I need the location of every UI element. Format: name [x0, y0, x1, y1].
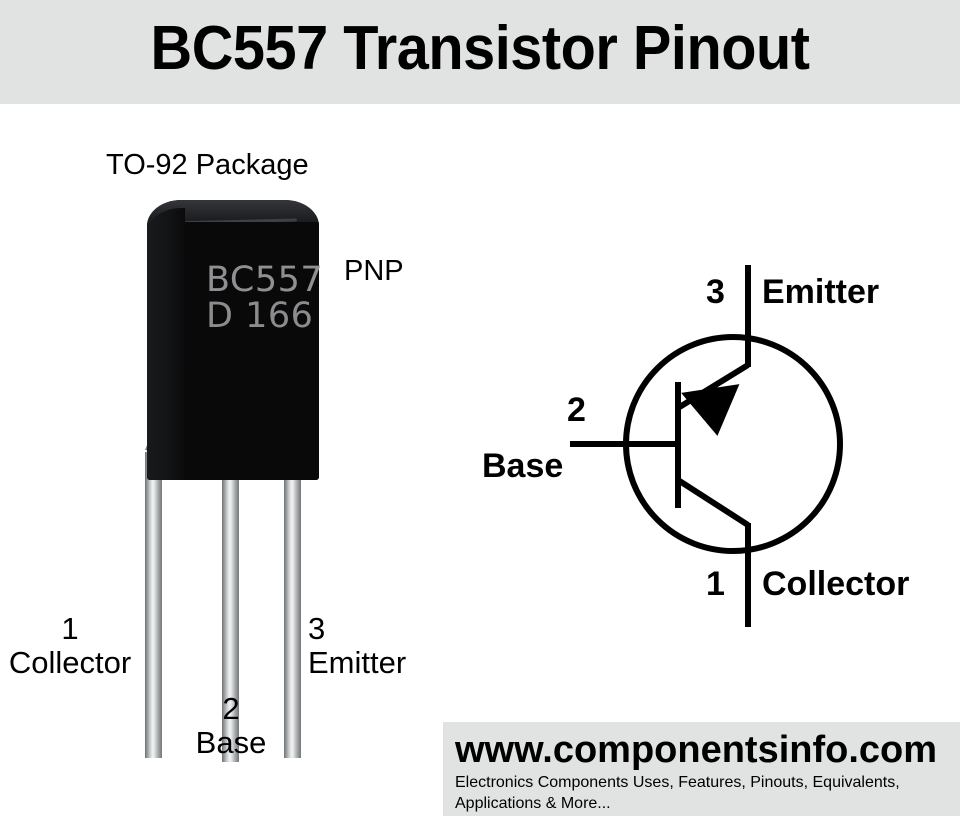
pnp-symbol-svg — [570, 265, 843, 627]
transistor-schematic-symbol: 3 Emitter 2 Base 1 Collector — [455, 255, 960, 635]
page-title: BC557 Transistor Pinout — [150, 14, 810, 83]
site-url: www.componentsinfo.com — [455, 729, 938, 771]
package-photo-group: TO-92 Package PNP BC557 D 166 1 Collecto… — [0, 104, 470, 764]
pin-1-number: 1 — [61, 611, 79, 646]
site-tagline: Electronics Components Uses, Features, P… — [455, 774, 900, 812]
symbol-terminal-1-name: Collector — [762, 565, 910, 603]
lead-3-lower — [284, 452, 301, 758]
package-front-face — [185, 222, 319, 480]
transistor-body — [147, 200, 319, 480]
pin-3-name: Emitter — [308, 645, 407, 680]
symbol-terminal-3-name: Emitter — [762, 273, 880, 311]
package-marking-date-code: D 166 — [206, 296, 314, 336]
symbol-terminal-3-number: 3 — [706, 273, 725, 311]
package-left-bevel — [147, 208, 185, 480]
pin-2-number: 2 — [222, 691, 240, 726]
package-marking-part-number: BC557 — [206, 260, 324, 300]
footer-watermark: www.componentsinfo.com Electronics Compo… — [443, 722, 960, 816]
symbol-collector-diagonal — [676, 477, 750, 528]
pin-callout-1: 1 Collector — [0, 612, 140, 680]
header-band — [0, 0, 960, 104]
pin-1-name: Collector — [8, 645, 132, 680]
symbol-emitter-arrow — [681, 384, 740, 436]
package-type-label: TO-92 Package — [106, 149, 309, 181]
symbol-terminal-1-number: 1 — [706, 565, 725, 603]
symbol-terminal-2-number: 2 — [567, 391, 586, 429]
polarity-label: PNP — [344, 255, 404, 287]
pin-callout-3: 3 Emitter — [308, 612, 468, 680]
symbol-terminal-2-name: Base — [482, 447, 564, 485]
pin-callout-2: 2 Base — [163, 692, 299, 760]
pin-2-name: Base — [195, 725, 267, 760]
lead-1-lower — [145, 452, 162, 758]
pin-3-number: 3 — [308, 611, 326, 646]
